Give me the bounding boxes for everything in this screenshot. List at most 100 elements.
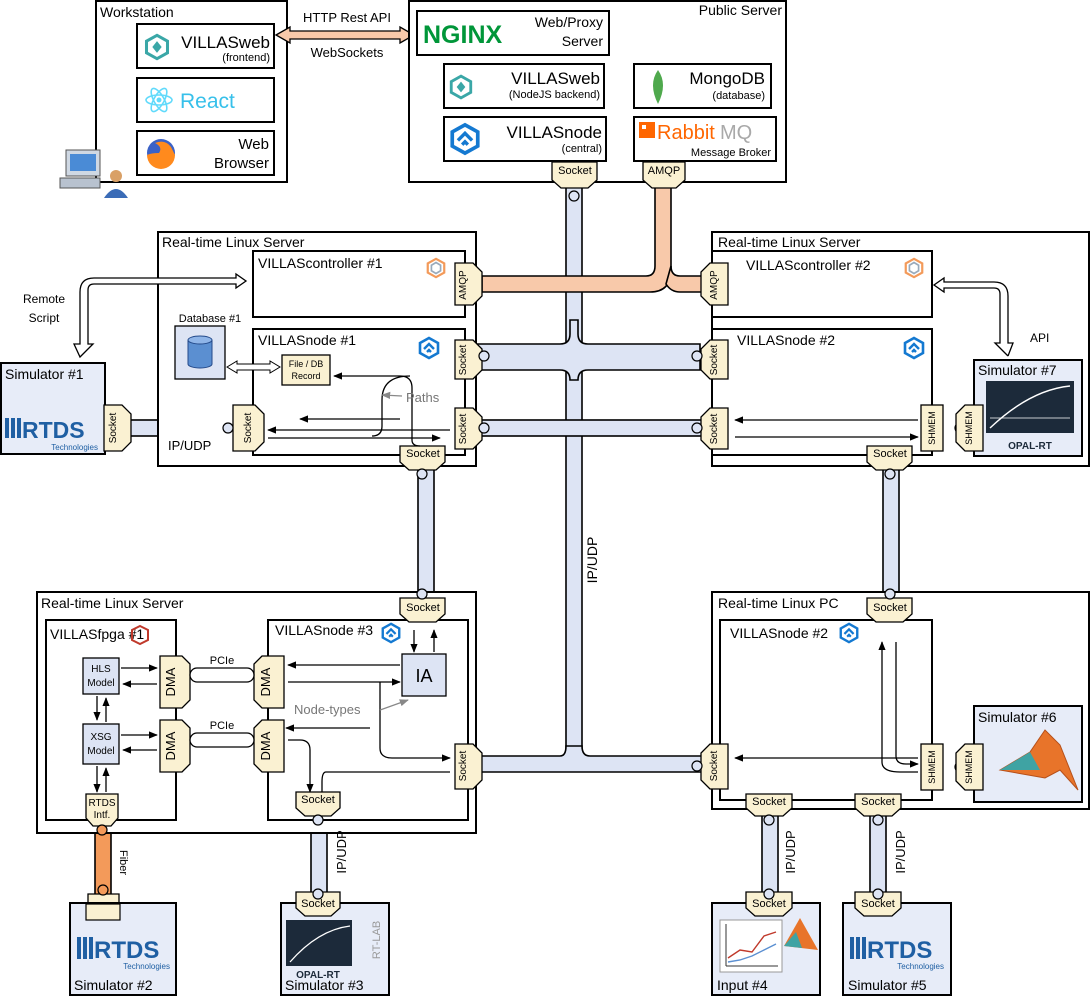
sim3-ipudp-label: IP/UDP xyxy=(334,830,349,873)
node3-dma-1[interactable] xyxy=(253,655,285,709)
sim3-socket-label: Socket xyxy=(301,898,335,910)
node1-socket-b[interactable] xyxy=(454,407,483,450)
fpga-dma-2[interactable] xyxy=(159,719,191,773)
simulator-3[interactable]: Socket OPAL-RT RT-LAB Simulator #3 xyxy=(280,888,390,996)
central-socket-port[interactable] xyxy=(551,161,598,189)
amqp-port-label: AMQP xyxy=(648,165,680,177)
controller1-amqp-label: AMQP xyxy=(458,270,469,300)
server-2-title: Real-time Linux Server xyxy=(718,234,861,250)
rtds-intf-label-2: Intf. xyxy=(94,810,111,821)
remote-script-link[interactable]: Remote Script xyxy=(23,272,248,359)
input-4[interactable]: Socket Input #4 xyxy=(711,888,821,996)
xsg-label-1: XSG xyxy=(90,732,111,743)
node1-node2-tube xyxy=(469,319,701,381)
browser-label-1: Web xyxy=(238,136,269,153)
node3-top-socket[interactable] xyxy=(399,597,446,623)
mongodb-sub: (database) xyxy=(712,90,765,102)
node1-amqp-side-socket[interactable] xyxy=(454,339,483,380)
pc-left-socket-label: Socket xyxy=(709,750,720,781)
websockets-label: WebSockets xyxy=(311,45,384,60)
node-types-label: Node-types xyxy=(294,702,361,717)
workstation: Workstation VILLASweb (frontend) React W… xyxy=(59,0,288,198)
fpga-dma-1[interactable] xyxy=(159,655,191,709)
pc-bottom-socket-2[interactable] xyxy=(854,793,902,817)
node1-socket-a-label: Socket xyxy=(458,344,469,375)
xsg-model-box[interactable] xyxy=(82,723,120,765)
villascontroller-2-box[interactable] xyxy=(711,250,933,318)
simulator-1-label: Simulator #1 xyxy=(5,366,84,382)
sim3-socket[interactable] xyxy=(295,891,341,917)
node1-bottom-socket[interactable] xyxy=(399,445,446,471)
file-db-record-box[interactable] xyxy=(281,354,331,386)
rabbit-label: Rabbit xyxy=(657,122,715,144)
villasnode-2-box[interactable] xyxy=(711,328,933,456)
pc-bottom-socket-2-label: Socket xyxy=(861,796,895,808)
nginx-box[interactable] xyxy=(416,10,610,56)
villasweb-backend-label: VILLASweb xyxy=(511,69,600,88)
dma-1-label: DMA xyxy=(163,667,178,696)
pc-bottom-socket-1-label: Socket xyxy=(752,796,786,808)
simulator-5[interactable]: Socket RTDS Technologies Simulator #5 xyxy=(842,888,952,996)
workstation-title: Workstation xyxy=(100,4,174,20)
hls-model-box[interactable] xyxy=(82,657,120,695)
simulator-5-box[interactable] xyxy=(842,902,952,996)
pc-shmem-port[interactable] xyxy=(920,743,944,791)
pc-top-socket-label: Socket xyxy=(873,602,907,614)
sim6-shmem-port[interactable] xyxy=(955,743,984,791)
node2-bottom-socket-label: Socket xyxy=(873,448,907,460)
villasnode-central-box[interactable] xyxy=(443,116,607,162)
node2-bottom-socket[interactable] xyxy=(866,445,913,471)
villasnode-3-box[interactable] xyxy=(267,619,469,821)
remote-label-1: Remote xyxy=(23,292,65,306)
controller1-amqp-port[interactable] xyxy=(454,262,483,306)
villasnode-central-sub: (central) xyxy=(562,143,602,155)
sim1-socket[interactable] xyxy=(103,404,132,452)
node1-sim-socket-label: Socket xyxy=(243,412,254,443)
node3-dma-2[interactable] xyxy=(253,719,285,773)
sim5-socket[interactable] xyxy=(854,891,902,917)
record-label-2: Record xyxy=(291,371,320,381)
simulator-7[interactable]: Simulator #7 OPAL-RT SHMEM xyxy=(955,359,1083,457)
simulator-2[interactable]: RTDS Technologies Simulator #2 xyxy=(69,884,177,996)
node3-right-socket[interactable] xyxy=(454,743,483,790)
input4-socket[interactable] xyxy=(745,891,793,917)
rabbitmq-box[interactable] xyxy=(633,116,777,162)
simulator-6[interactable]: Simulator #6 SHMEM xyxy=(955,705,1083,803)
amqp-port[interactable] xyxy=(642,161,686,189)
pc-bottom-socket-1[interactable] xyxy=(745,793,793,817)
simulator-1[interactable]: Simulator #1 RTDS Technologies Socket xyxy=(0,362,132,455)
message-broker-label: Message Broker xyxy=(691,147,771,159)
hls-label-1: HLS xyxy=(91,664,111,675)
node3-bottom-socket[interactable] xyxy=(295,791,341,817)
fpga-icon xyxy=(131,624,149,646)
ia-box[interactable] xyxy=(401,653,447,697)
simulator-1-box[interactable] xyxy=(0,362,106,455)
node2-shmem-port[interactable] xyxy=(920,404,944,452)
database-label: Database #1 xyxy=(179,313,241,325)
sim7-shmem-port[interactable] xyxy=(955,404,984,452)
opal-rt-logo: OPAL-RT xyxy=(986,381,1074,452)
http-link[interactable]: HTTP Rest API WebSockets xyxy=(274,10,416,60)
node1-sim-socket[interactable] xyxy=(232,404,265,452)
controller2-amqp-port[interactable] xyxy=(700,262,729,306)
pc-left-socket[interactable] xyxy=(700,743,729,790)
node2-socket-b[interactable] xyxy=(700,407,729,450)
rtds-logo-text-5: RTDS xyxy=(867,937,932,964)
node3-top-socket-label: Socket xyxy=(406,602,440,614)
api-label: API xyxy=(1030,331,1049,345)
pc-villasnode-box[interactable] xyxy=(719,619,933,801)
villasweb-backend-box[interactable] xyxy=(443,63,605,109)
villasfpga-box[interactable] xyxy=(45,619,177,821)
node2-socket-a[interactable] xyxy=(700,339,729,380)
villascontroller-2-label: VILLAScontroller #2 xyxy=(746,257,871,273)
simulator-3-label: Simulator #3 xyxy=(285,977,364,993)
rtlab-label: RT-LAB xyxy=(371,921,383,959)
node2-socket-b-label: Socket xyxy=(709,413,720,444)
api-link[interactable]: API xyxy=(932,276,1049,357)
pc-top-socket[interactable] xyxy=(866,597,913,623)
pcie-label-1: PCIe xyxy=(210,655,234,667)
rtds-interface-port[interactable] xyxy=(85,793,119,827)
pc-shmem-label: SHMEM xyxy=(927,750,937,784)
record-label-1: File / DB xyxy=(289,359,324,369)
